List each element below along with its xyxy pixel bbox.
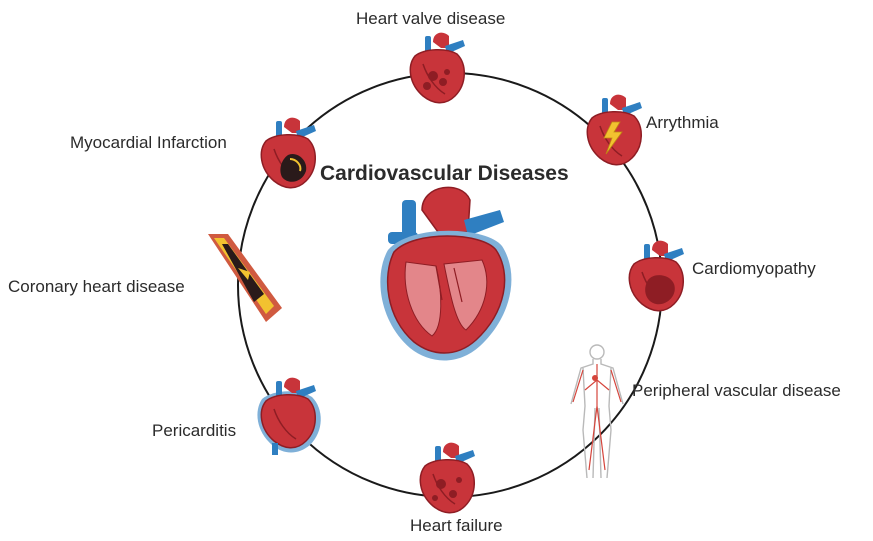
diagram-title: Cardiovascular Diseases — [320, 162, 569, 186]
label-pericarditis: Pericarditis — [152, 421, 236, 441]
label-coronary-heart-disease: Coronary heart disease — [8, 277, 185, 297]
heart-cross-section-icon — [380, 187, 511, 360]
artery-plaque-icon — [208, 234, 282, 322]
label-peripheral-vascular-disease: Peripheral vascular disease — [632, 381, 841, 401]
arrhythmia-heart-icon — [587, 95, 642, 165]
heart-failure-icon — [420, 443, 475, 513]
label-arrhythmia: Arrythmia — [646, 113, 719, 133]
label-cardiomyopathy: Cardiomyopathy — [692, 259, 816, 279]
label-heart-failure: Heart failure — [410, 516, 503, 536]
label-heart-valve-disease: Heart valve disease — [356, 9, 505, 29]
human-body-vessels-icon — [571, 345, 623, 478]
cardiomyopathy-heart-icon — [629, 241, 684, 311]
heart-valve-icon — [410, 33, 465, 103]
label-myocardial-infarction: Myocardial Infarction — [70, 133, 227, 153]
pericarditis-heart-icon — [257, 378, 320, 455]
infarction-heart-icon — [261, 118, 316, 188]
